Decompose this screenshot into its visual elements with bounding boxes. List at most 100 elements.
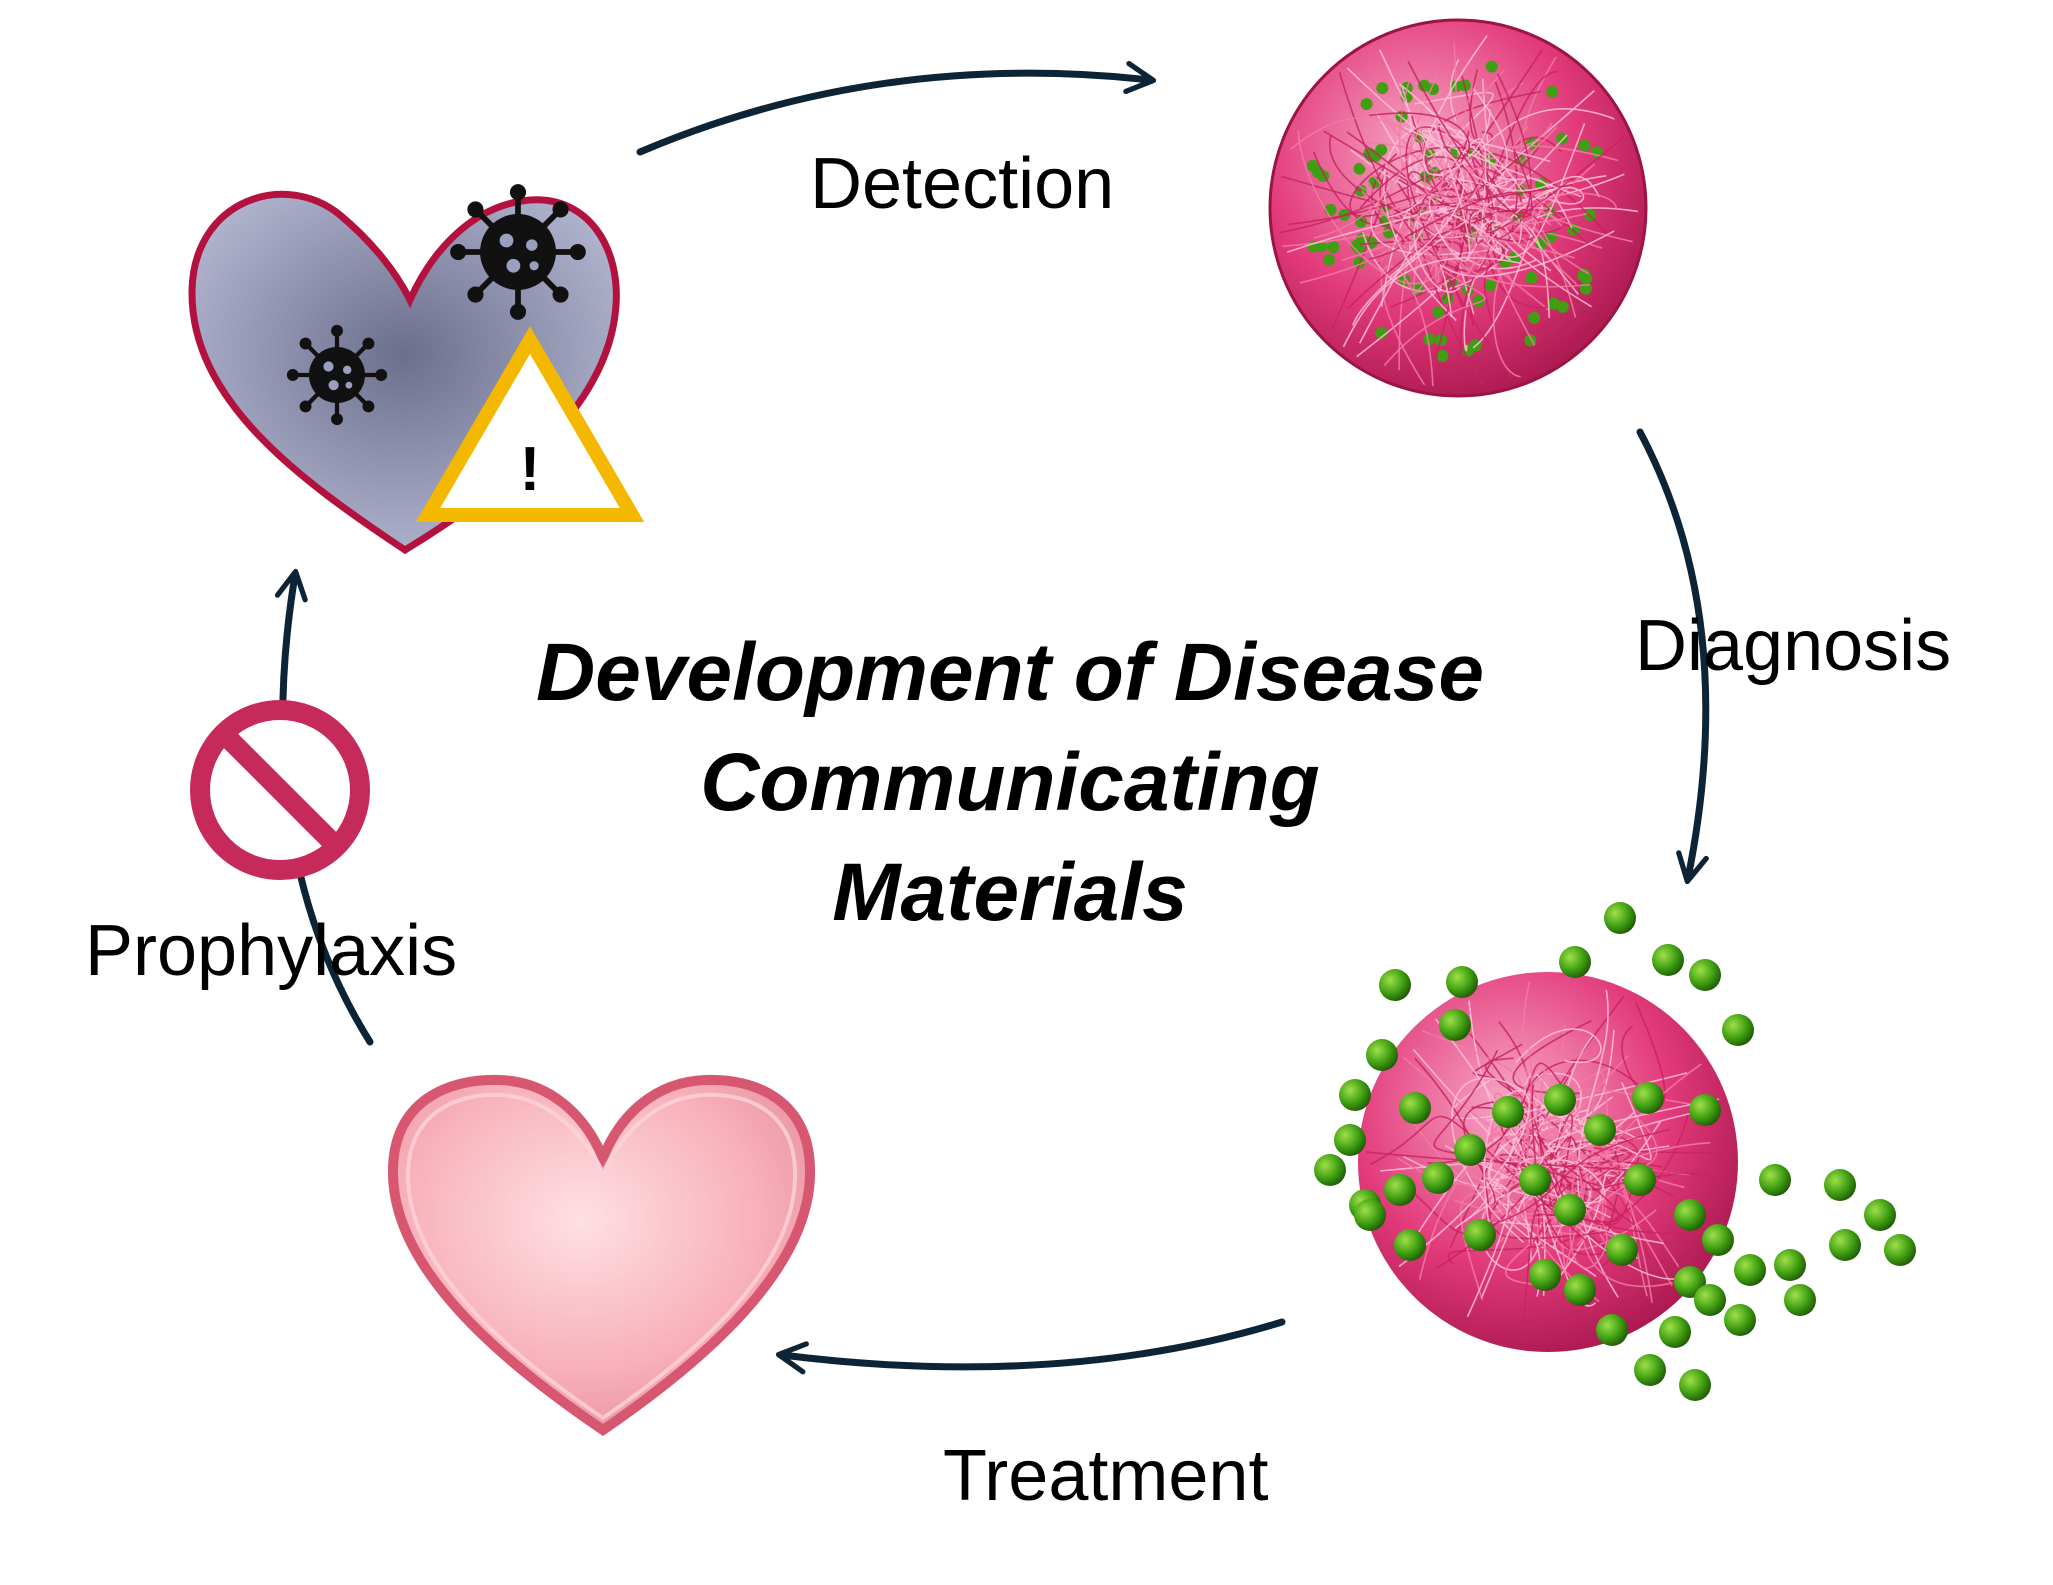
fiber-strand [1368, 203, 1423, 261]
fiber-strand [1439, 230, 1615, 318]
fiber-strand [1427, 240, 1463, 300]
fiber-strand [1458, 207, 1479, 238]
drug-particle [1339, 1079, 1371, 1111]
drug-particle [1547, 297, 1560, 310]
drug-particle [1689, 959, 1721, 991]
fiber-strand [1577, 989, 1619, 1298]
drug-particle [1596, 1314, 1628, 1346]
fiber-strand [1486, 186, 1585, 245]
drug-particle [1578, 268, 1591, 281]
prohibition-icon [190, 700, 370, 880]
drug-particle [1546, 85, 1559, 98]
drug-particle [1379, 969, 1411, 1001]
drug-particle [1519, 1164, 1551, 1196]
drug-particle [1423, 333, 1436, 346]
fiber-strand [1413, 238, 1441, 293]
fiber-strand [1467, 145, 1619, 246]
drug-particle [1652, 944, 1684, 976]
fiber-strand [1432, 197, 1536, 346]
fiber-strand [1341, 257, 1522, 349]
fiber-strand [1432, 150, 1575, 259]
diagram-title: Development of Disease Communicating Mat… [390, 618, 1630, 948]
drug-particle [1774, 1249, 1806, 1281]
drug-particle [1354, 1199, 1386, 1231]
drug-particle [1659, 1316, 1691, 1348]
fiber-strand [1369, 112, 1471, 159]
drug-particle [1384, 1174, 1416, 1206]
drug-particle [1564, 1274, 1596, 1306]
drug-particle [1884, 1234, 1916, 1266]
fiber-strand [1444, 199, 1591, 288]
drug-particle [1439, 1009, 1471, 1041]
title-line: Materials [832, 847, 1188, 938]
fiber-strand [1515, 1028, 1602, 1064]
drug-particle [1864, 1199, 1896, 1231]
drug-particle [1464, 1219, 1496, 1251]
drug-particle [1454, 1134, 1486, 1166]
drug-particle [1327, 241, 1340, 254]
fiber-strand [1460, 70, 1558, 232]
drug-particle [1679, 1369, 1711, 1401]
drug-particle [1322, 254, 1335, 267]
stage-label-treatment: Treatment [943, 1436, 1269, 1516]
fiber-strand [1433, 1050, 1603, 1188]
drug-particle [1632, 1082, 1664, 1114]
drug-particle [1422, 1162, 1454, 1194]
drug-particle [1604, 902, 1636, 934]
drug-particle [1360, 98, 1373, 111]
drug-particle [1702, 1224, 1734, 1256]
stage-label-diagnosis: Diagnosis [1635, 606, 1952, 686]
drug-particle [1528, 311, 1541, 324]
fiber-strand [1407, 60, 1533, 218]
fiber-strand [1549, 1112, 1591, 1207]
fiber-strand [1405, 192, 1522, 238]
fiber-strand [1462, 1128, 1670, 1235]
drug-particle [1722, 1014, 1754, 1046]
fiber-strand [1451, 1077, 1566, 1244]
arrow-treatment [775, 1318, 1286, 1375]
drug-particle [1694, 1284, 1726, 1316]
fiber-strand [1425, 191, 1533, 230]
drug-particle [1484, 279, 1497, 292]
fiber-strand [1447, 1104, 1692, 1265]
fiber-strand [1495, 1067, 1562, 1247]
drug-particle [1432, 306, 1445, 319]
drug-particle [1606, 1234, 1638, 1266]
stage-label-prophylaxis: Prophylaxis [85, 911, 458, 991]
fiber-strand [1388, 138, 1487, 234]
fiber-strand [1383, 237, 1486, 367]
drug-particle [1394, 1229, 1426, 1261]
drug-particle [1634, 1354, 1666, 1386]
burst-sphere-icon [1314, 902, 1916, 1401]
drug-particle [1492, 1096, 1524, 1128]
drug-particle [1529, 1259, 1561, 1291]
drug-particle [1314, 1154, 1346, 1186]
drug-particle [1334, 1124, 1366, 1156]
drug-particle [1624, 1164, 1656, 1196]
title-line: Communicating [700, 737, 1320, 828]
fiber-strand [1486, 1105, 1556, 1171]
drug-particle [1829, 1229, 1861, 1261]
fiber-strand [1531, 1082, 1619, 1256]
fiber-strand [1480, 215, 1523, 245]
warning-symbol: ! [520, 435, 541, 504]
fiber-strand [1425, 105, 1508, 187]
drug-particle [1399, 1092, 1431, 1124]
drug-particle [1724, 1304, 1756, 1336]
drug-particle [1376, 82, 1389, 95]
drug-particle [1525, 271, 1538, 284]
drug-particle [1306, 159, 1319, 172]
fiber-strand [1482, 1118, 1557, 1181]
arrow-detection [636, 60, 1157, 156]
fiber-strand [1380, 265, 1434, 388]
virus-icon [450, 184, 586, 320]
fiber-strand [1421, 130, 1582, 198]
fiber-sphere-icon [1268, 18, 1648, 398]
fiber-strand [1485, 135, 1626, 234]
drug-particle [1375, 143, 1388, 156]
drug-particle [1485, 60, 1498, 73]
fiber-strand [1313, 127, 1427, 239]
fiber-strand [1451, 1072, 1688, 1120]
drug-particle [1544, 1084, 1576, 1116]
